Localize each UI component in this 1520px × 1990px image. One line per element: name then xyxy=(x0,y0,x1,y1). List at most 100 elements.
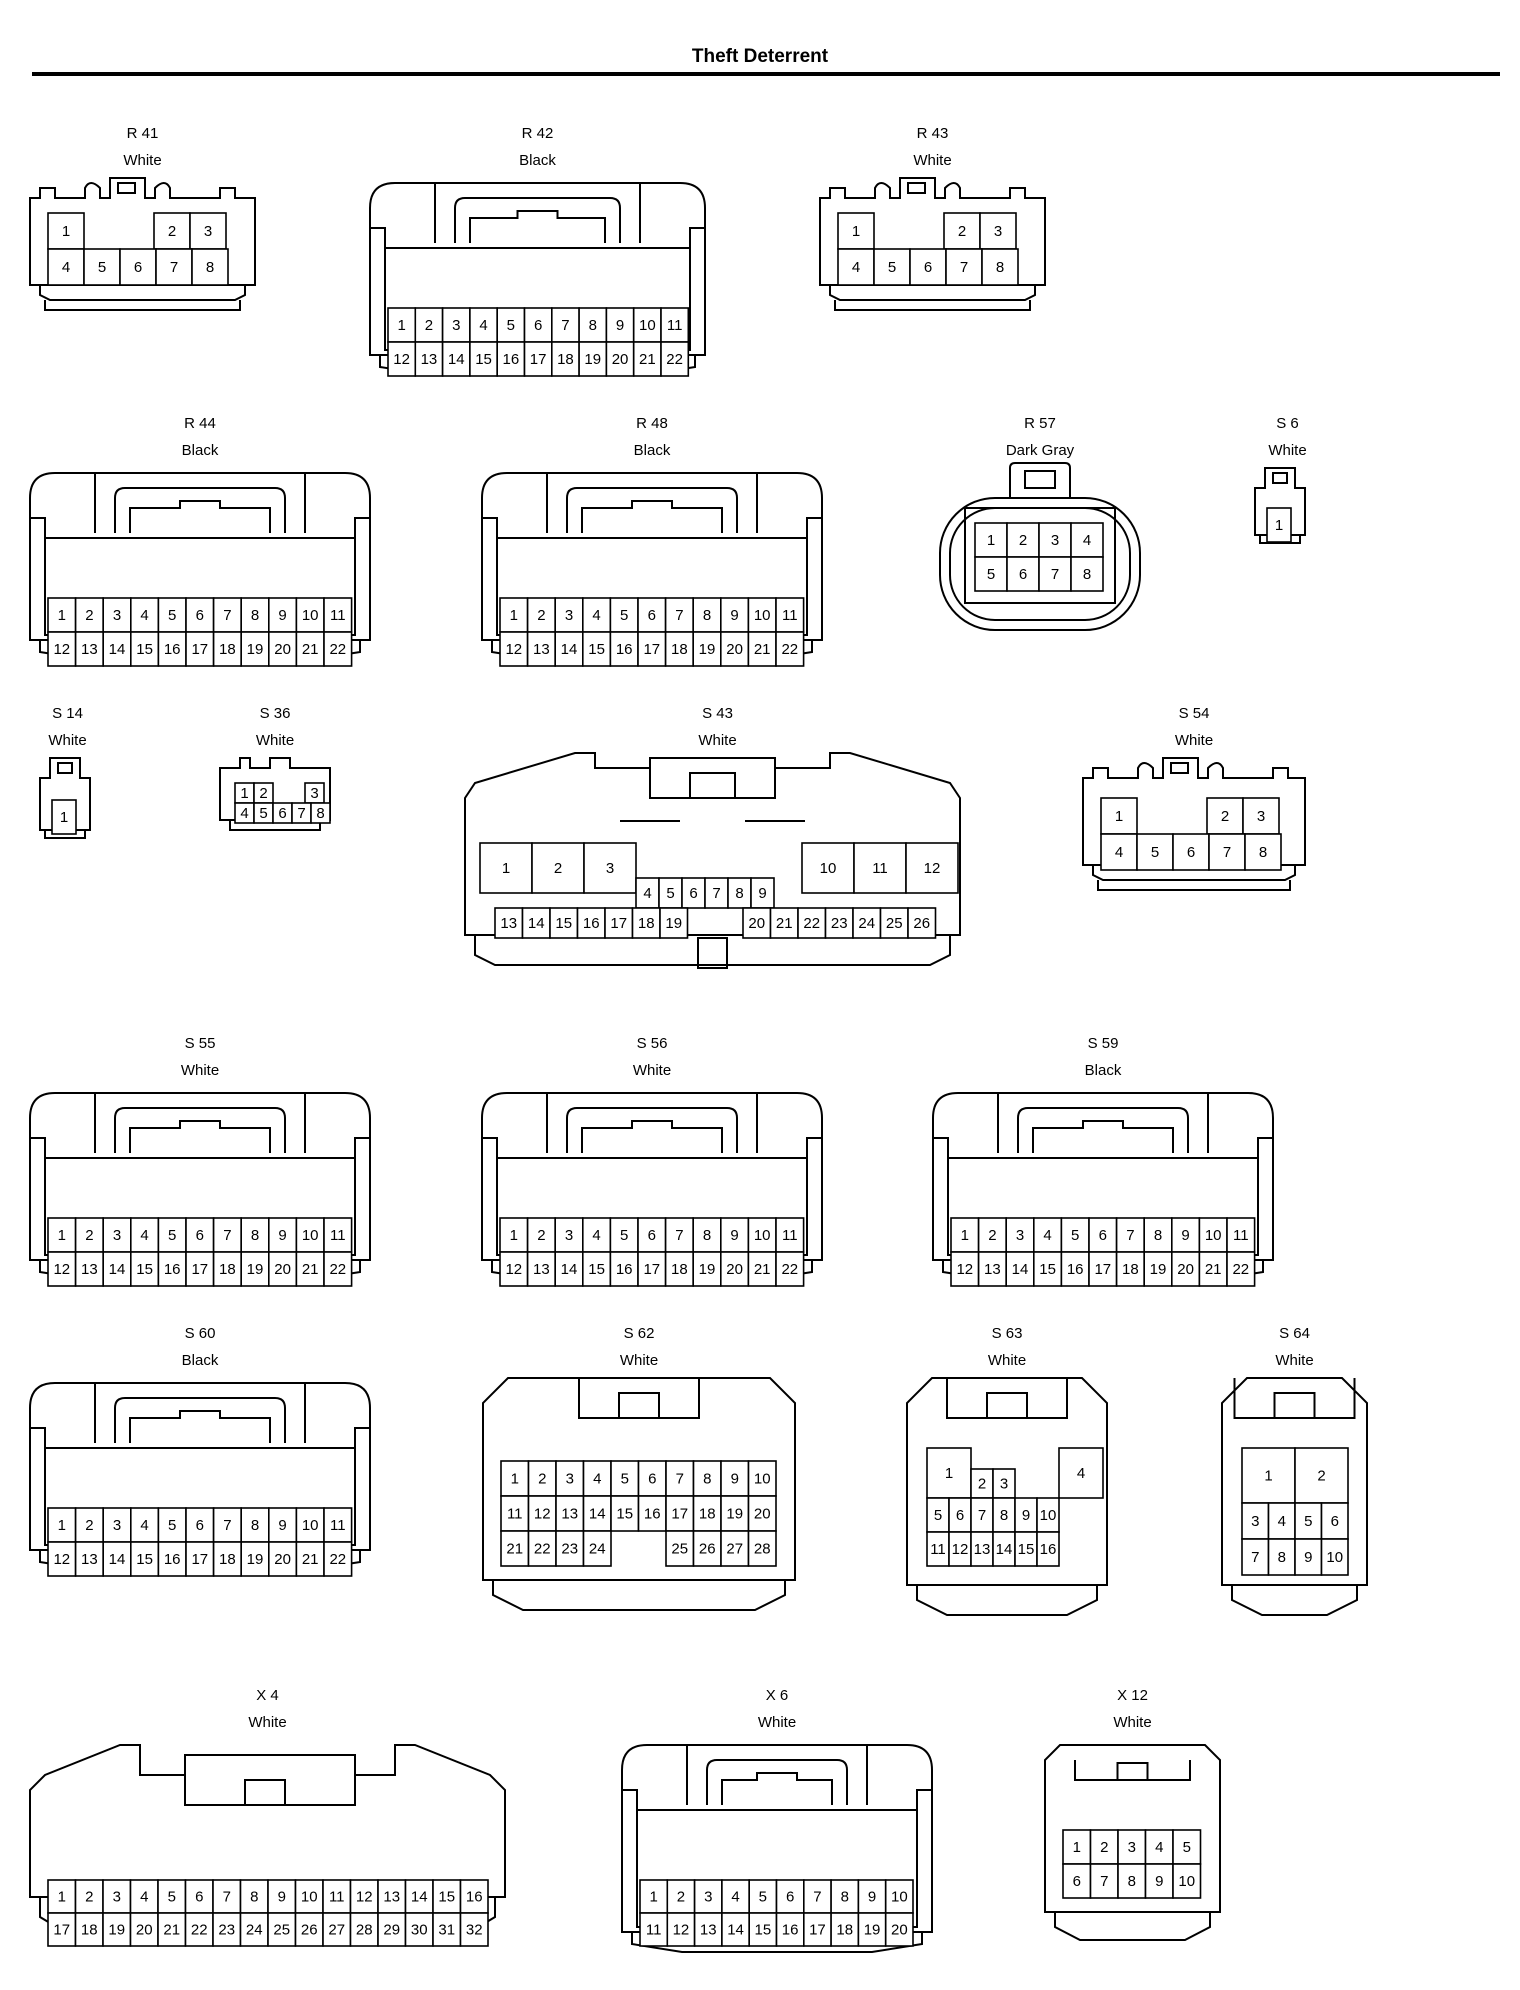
pin-3: 3 xyxy=(1005,1217,1035,1253)
pin-cell xyxy=(268,1251,298,1287)
latch-outline xyxy=(244,1779,286,1806)
pin-number: 1 xyxy=(62,223,70,240)
pin-2: 2 xyxy=(74,1217,104,1253)
pin-14: 14 xyxy=(441,341,471,377)
pin-number: 12 xyxy=(534,1506,551,1523)
pin-13: 13 xyxy=(494,907,524,939)
pin-11: 11 xyxy=(323,597,353,633)
pin-5: 5 xyxy=(974,556,1008,592)
pin-cell xyxy=(212,1879,242,1914)
pin-26: 26 xyxy=(692,1530,722,1567)
pin-number: 12 xyxy=(53,641,70,658)
pin-1: 1 xyxy=(837,212,875,250)
pin-1: 1 xyxy=(1241,1447,1296,1504)
pin-number: 2 xyxy=(259,785,267,802)
pin-cell xyxy=(47,1912,77,1947)
pin-2: 2 xyxy=(1294,1447,1349,1504)
pin-cell xyxy=(604,907,634,939)
pin-19: 19 xyxy=(1143,1251,1173,1287)
latch-outline xyxy=(1017,1107,1189,1153)
pin-cell xyxy=(153,212,191,250)
pin-number: 11 xyxy=(872,860,888,877)
pin-number: 16 xyxy=(616,1261,633,1278)
pin-number: 7 xyxy=(813,1889,821,1906)
pin-number: 3 xyxy=(565,607,573,624)
pin-cell xyxy=(1244,833,1282,871)
pin-number: 9 xyxy=(758,885,766,902)
pin-cell xyxy=(267,1912,297,1947)
latch-outline xyxy=(689,772,736,799)
pin-cell xyxy=(775,631,805,667)
pin-number: 8 xyxy=(251,1517,259,1534)
pin-10: 10 xyxy=(801,842,855,894)
pin-13: 13 xyxy=(377,1879,407,1914)
pin-2: 2 xyxy=(531,842,585,894)
connector-color-label: White xyxy=(1174,732,1214,749)
body-outline xyxy=(1082,757,1306,866)
pin-number: 25 xyxy=(671,1541,688,1558)
pin-22: 22 xyxy=(323,1251,353,1287)
body-outline xyxy=(1259,535,1301,544)
pin-cell xyxy=(665,1460,695,1497)
pin-cell xyxy=(1320,1538,1349,1576)
pin-2: 2 xyxy=(1089,1829,1119,1865)
pin-number: 20 xyxy=(274,1551,291,1568)
pin-number: 6 xyxy=(196,1517,204,1534)
pin-number: 19 xyxy=(247,1551,264,1568)
pin-cell xyxy=(797,907,827,939)
pin-6: 6 xyxy=(185,1507,215,1543)
pin-cell xyxy=(605,341,635,377)
pin-number: 12 xyxy=(505,1261,522,1278)
pin-cell xyxy=(692,1460,722,1497)
pin-6: 6 xyxy=(185,597,215,633)
pin-5: 5 xyxy=(873,248,911,286)
connector-color-label: White xyxy=(632,1062,672,1079)
pin-number: 20 xyxy=(612,351,629,368)
pin-cell xyxy=(1070,556,1104,592)
pin-cell xyxy=(349,1912,379,1947)
pin-number: 2 xyxy=(958,223,966,240)
pin-cell xyxy=(51,799,77,835)
pin-11: 11 xyxy=(775,597,805,633)
pin-number: 15 xyxy=(136,641,153,658)
pin-number: 17 xyxy=(643,641,660,658)
pin-9: 9 xyxy=(720,1217,750,1253)
latch-outline xyxy=(1009,462,1071,498)
pin-number: 5 xyxy=(168,607,176,624)
pin-8: 8 xyxy=(692,597,722,633)
pin-number: 21 xyxy=(754,641,771,658)
housing-outline xyxy=(44,1447,356,1546)
pin-9: 9 xyxy=(268,597,298,633)
pin-number: 1 xyxy=(1275,517,1283,534)
pin-number: 6 xyxy=(648,1227,656,1244)
title-rule xyxy=(32,72,1500,76)
pin-cell xyxy=(523,307,553,343)
pin-2: 2 xyxy=(153,212,191,250)
pin-cell xyxy=(240,1507,270,1543)
pin-22: 22 xyxy=(323,1541,353,1577)
pin-number: 16 xyxy=(503,351,520,368)
body-outline xyxy=(1092,865,1296,881)
pin-cell xyxy=(1100,833,1138,871)
pin-17: 17 xyxy=(185,631,215,667)
connector-id-label: S 54 xyxy=(1178,705,1210,722)
pin-8: 8 xyxy=(1244,833,1282,871)
pin-2: 2 xyxy=(666,1879,696,1914)
pin-cell xyxy=(1033,1251,1063,1287)
pin-8: 8 xyxy=(240,1507,270,1543)
pin-number: 4 xyxy=(140,1227,148,1244)
pin-cell xyxy=(212,1541,243,1577)
pin-cell xyxy=(526,1217,556,1253)
pin-cell xyxy=(907,907,937,939)
pin-number: 4 xyxy=(852,259,860,276)
pin-3: 3 xyxy=(554,597,584,633)
pin-number: 19 xyxy=(699,641,716,658)
body-outline xyxy=(834,300,1031,311)
pin-5: 5 xyxy=(157,597,187,633)
pin-7: 7 xyxy=(212,1507,243,1543)
pin-number: 22 xyxy=(191,1922,208,1939)
pin-24: 24 xyxy=(852,907,882,939)
